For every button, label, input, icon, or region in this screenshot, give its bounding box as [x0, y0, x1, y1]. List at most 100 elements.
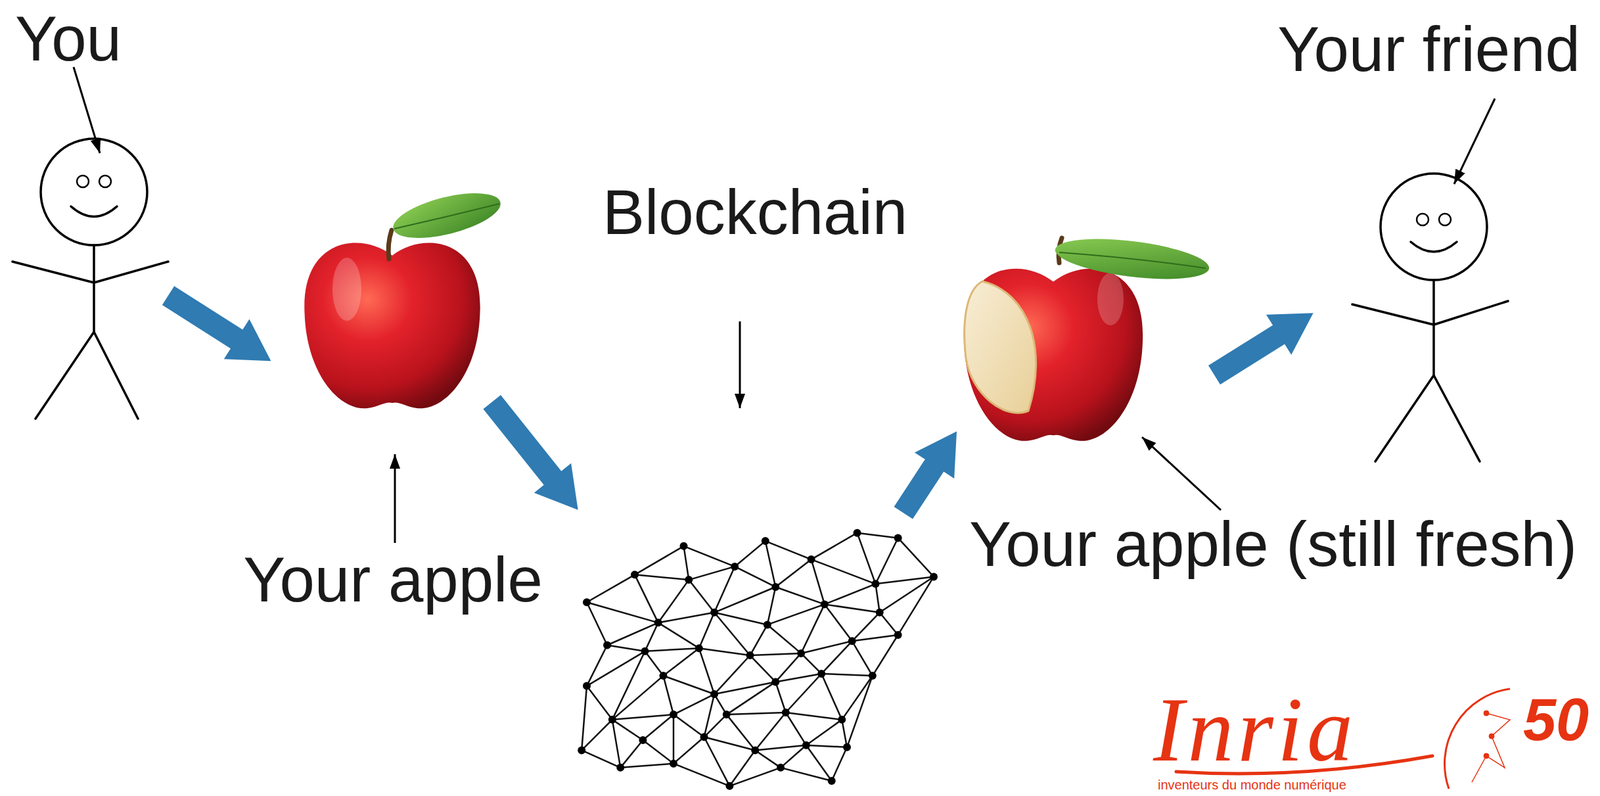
- apple-shine: [1097, 272, 1124, 326]
- apple-leaf: [388, 184, 506, 248]
- network-link: [852, 634, 899, 641]
- network-node: [582, 597, 591, 606]
- network-link: [586, 685, 613, 720]
- network-link: [644, 647, 699, 652]
- network-mesh: [577, 528, 938, 790]
- network-node: [763, 620, 772, 629]
- network-node: [894, 630, 903, 639]
- logo-number: 50: [1523, 689, 1589, 750]
- network-link: [658, 612, 715, 623]
- network-link: [898, 537, 934, 577]
- network-node: [638, 735, 647, 744]
- network-link: [821, 673, 873, 676]
- flow-arrow: [482, 394, 578, 510]
- network-link: [811, 559, 876, 584]
- leader-arrow: [1454, 98, 1495, 184]
- leader-arrow: [73, 67, 100, 154]
- figure-body: [1432, 279, 1436, 376]
- network-node: [776, 763, 785, 772]
- network-link: [673, 763, 730, 786]
- figure-smile: [1410, 241, 1457, 252]
- apple: Your apple: [304, 191, 480, 409]
- apple-stem: [388, 229, 392, 259]
- network-link: [821, 640, 853, 674]
- network-link: [875, 537, 898, 584]
- network-link: [684, 546, 690, 580]
- figure-arms: [1352, 300, 1509, 325]
- network-link: [699, 647, 751, 656]
- network-link: [780, 767, 832, 781]
- network-link: [775, 559, 811, 587]
- network-link: [642, 714, 674, 740]
- network-node: [761, 536, 770, 545]
- network-link: [806, 745, 847, 748]
- apple-shine: [332, 257, 362, 321]
- network-link: [714, 612, 750, 656]
- network-link: [754, 745, 807, 751]
- network-link: [586, 644, 608, 686]
- network-link: [775, 586, 825, 604]
- logo-dot: [1483, 753, 1489, 759]
- network-node: [745, 651, 754, 660]
- network-node: [582, 682, 591, 690]
- network-link: [581, 685, 587, 751]
- network-link: [821, 673, 842, 720]
- network-link: [699, 647, 715, 694]
- network-link: [714, 681, 776, 694]
- leaf-vein: [394, 203, 500, 229]
- network-link: [767, 624, 801, 653]
- network-link: [765, 540, 777, 587]
- network-link: [800, 603, 825, 654]
- logo-mesh: [1471, 712, 1510, 782]
- network-link: [831, 747, 847, 781]
- network-link: [879, 576, 934, 612]
- network-link: [857, 532, 876, 585]
- network-link: [824, 603, 880, 612]
- network-node: [802, 741, 811, 750]
- node-label: You: [15, 7, 122, 71]
- flow-arrow: [162, 285, 272, 361]
- network-link: [800, 640, 853, 654]
- network-link: [734, 540, 766, 567]
- network-node: [820, 599, 829, 608]
- stick-figure-drawing: [12, 138, 169, 419]
- network-link: [612, 675, 664, 720]
- apple-bite: [964, 281, 1037, 413]
- network-node: [797, 649, 805, 658]
- network-link: [644, 651, 663, 676]
- network-link: [662, 675, 674, 715]
- network-link: [852, 640, 873, 676]
- network-link: [612, 719, 644, 740]
- network-link: [586, 601, 659, 623]
- network-node: [680, 542, 688, 550]
- stick-figure: You: [12, 138, 169, 419]
- flow-arrow: [894, 431, 957, 519]
- bitten-apple-drawing: [963, 231, 1212, 441]
- network-link: [754, 749, 781, 767]
- blockchain-network: Blockchain: [576, 530, 939, 791]
- network-link: [673, 693, 715, 715]
- network-link: [662, 675, 715, 694]
- network-link: [581, 749, 621, 767]
- network-link: [714, 566, 735, 613]
- figure-body: [92, 245, 96, 332]
- network-link: [785, 712, 807, 746]
- leaf-vein: [1059, 252, 1206, 269]
- network-node: [853, 528, 862, 537]
- apple-drawing: [304, 184, 505, 409]
- network-node: [659, 671, 667, 680]
- network-link: [634, 574, 689, 580]
- stick-figure: Your friend: [1352, 173, 1509, 462]
- node-label: Your friend: [1277, 17, 1581, 81]
- network-link: [688, 566, 735, 580]
- network-link: [726, 714, 755, 750]
- leader-arrow: [1142, 436, 1221, 510]
- network-link: [612, 719, 621, 768]
- network-link: [846, 675, 873, 748]
- network-link: [775, 681, 786, 713]
- network-link: [586, 574, 635, 602]
- network-node: [603, 640, 612, 649]
- network-link: [699, 612, 715, 648]
- network-link: [673, 736, 705, 763]
- network-node: [868, 671, 877, 680]
